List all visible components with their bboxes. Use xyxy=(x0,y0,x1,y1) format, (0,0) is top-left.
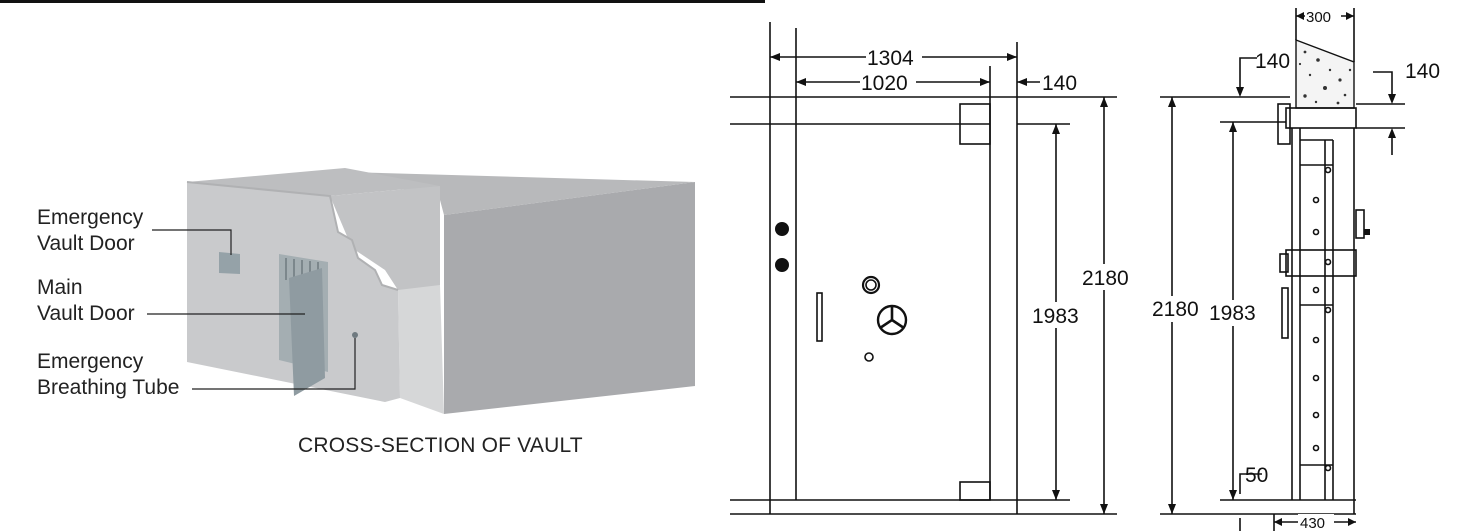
dim-wall: 300 xyxy=(1306,9,1331,26)
dim-side-overall-height: 2180 xyxy=(1152,298,1199,321)
breathing-tube-dot xyxy=(352,332,358,338)
dim-frame: 140 xyxy=(1042,72,1077,95)
dim-depth: 430 xyxy=(1300,515,1325,531)
vault-top-right xyxy=(345,172,695,215)
label-emergency-vault-door: Emergency Vault Door xyxy=(37,206,144,255)
top-rule xyxy=(0,0,765,3)
hinge-bolt-bottom xyxy=(775,258,789,272)
dim-bottom: 50 xyxy=(1245,464,1268,487)
front-view-drawing: 1304 1020 140 2180 1983 xyxy=(730,22,1134,515)
dim-top-right: 140 xyxy=(1405,60,1440,83)
caption: CROSS-SECTION OF VAULT xyxy=(298,434,583,457)
label-main-vault-door: Main Vault Door xyxy=(37,276,135,325)
concrete-wall-section xyxy=(1295,38,1355,109)
dim-door-height: 1983 xyxy=(1032,305,1079,328)
vault-illustration xyxy=(147,168,695,414)
dim-overall-height: 2180 xyxy=(1082,267,1129,290)
dim-top-left: 140 xyxy=(1255,50,1290,73)
vault-top-left xyxy=(187,168,440,196)
emergency-vault-door-shape xyxy=(219,252,240,274)
label-emergency-breathing-tube: Emergency Breathing Tube xyxy=(37,350,180,399)
dim-overall-width: 1304 xyxy=(867,47,914,70)
main-door-panel xyxy=(289,268,325,396)
hinge-bolt-top xyxy=(775,222,789,236)
vault-floor xyxy=(398,285,444,414)
side-view-drawing: 300 140 140 2180 1983 50 430 xyxy=(1152,6,1440,531)
vault-right-face xyxy=(444,182,695,414)
dim-side-door-height: 1983 xyxy=(1209,302,1256,325)
dim-door-width: 1020 xyxy=(861,72,908,95)
